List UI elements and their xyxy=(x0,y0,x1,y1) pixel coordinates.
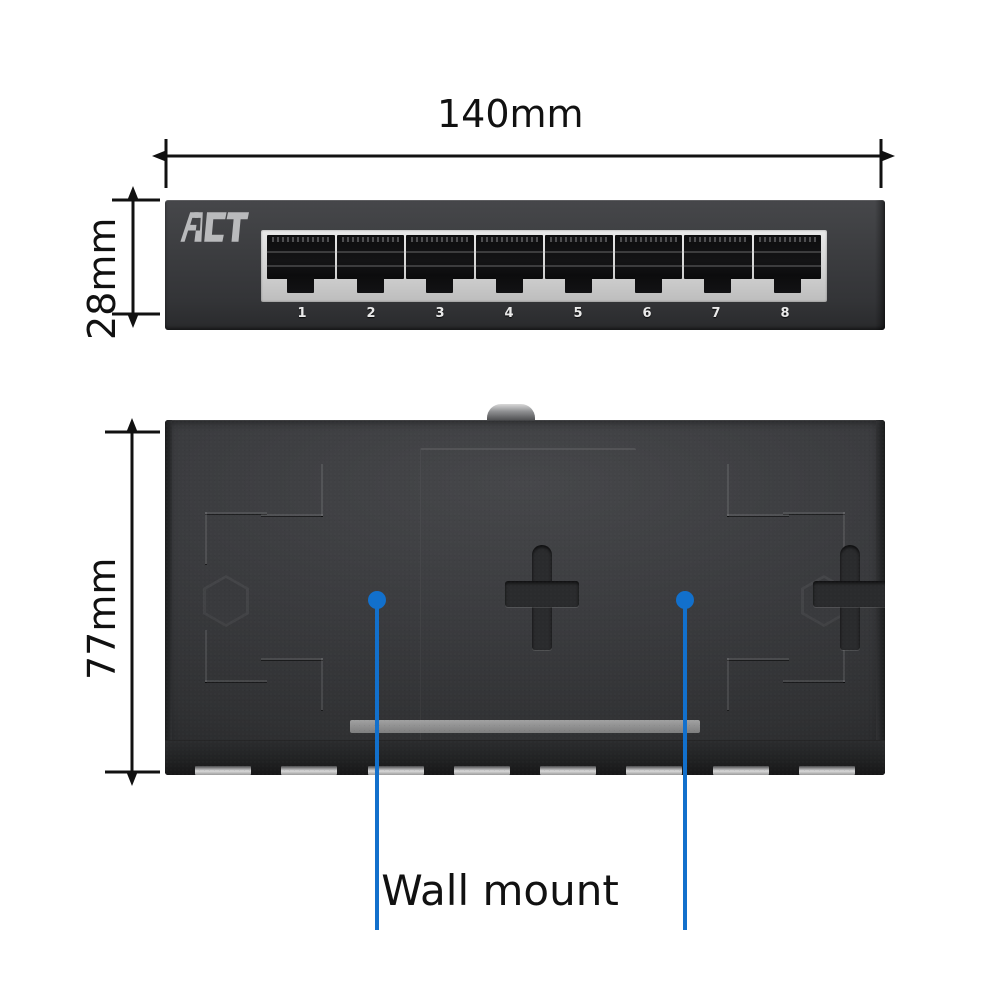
center-panel-emboss xyxy=(420,448,636,750)
wall-mount-callout-label: Wall mount xyxy=(381,866,619,915)
corner-bracket-emboss xyxy=(205,630,267,682)
corner-bracket-emboss xyxy=(261,658,323,710)
dimension-label-depth: 77mm xyxy=(80,557,124,680)
port-number-label: 4 xyxy=(504,306,514,321)
port-silhouettes xyxy=(195,763,855,775)
rj45-port[interactable] xyxy=(613,235,683,297)
corner-bracket-emboss xyxy=(783,512,845,564)
port-number-label: 7 xyxy=(711,306,721,321)
product-label-strip xyxy=(350,720,700,733)
rj45-port[interactable] xyxy=(474,235,544,297)
chassis-bottom-lip xyxy=(165,740,885,775)
rj45-port[interactable] xyxy=(266,235,335,297)
corner-bracket-emboss xyxy=(205,512,267,564)
chassis-top-tab xyxy=(487,404,535,421)
rj45-port[interactable] xyxy=(335,235,405,297)
rj45-port[interactable] xyxy=(405,235,474,297)
port-number-label: 6 xyxy=(642,306,652,321)
chassis-left-edge xyxy=(165,420,172,775)
dimension-label-height: 28mm xyxy=(80,217,124,340)
corner-bracket-emboss xyxy=(261,464,323,516)
corner-bracket-emboss xyxy=(727,658,789,710)
act-logo-icon xyxy=(180,212,249,242)
port-number-label: 2 xyxy=(366,306,376,321)
rj45-port[interactable] xyxy=(752,235,822,297)
wall-mount-keyhole[interactable] xyxy=(505,545,579,650)
rj45-port[interactable] xyxy=(683,235,752,297)
dimension-label-width: 140mm xyxy=(437,92,584,136)
port-number-label: 8 xyxy=(780,306,790,321)
front-panel-view: 1 2 3 4 5 6 7 8 xyxy=(165,200,885,330)
port-number-label: 3 xyxy=(435,306,445,321)
port-number-label: 5 xyxy=(573,306,583,321)
corner-bracket-emboss xyxy=(727,464,789,516)
corner-bracket-emboss xyxy=(783,630,845,682)
port-bezel xyxy=(261,230,827,302)
bottom-panel-view xyxy=(165,420,885,775)
hex-screw-boss xyxy=(203,575,249,627)
wall-mount-keyhole[interactable] xyxy=(813,545,885,650)
rj45-port[interactable] xyxy=(544,235,613,297)
port-number-label: 1 xyxy=(297,306,307,321)
